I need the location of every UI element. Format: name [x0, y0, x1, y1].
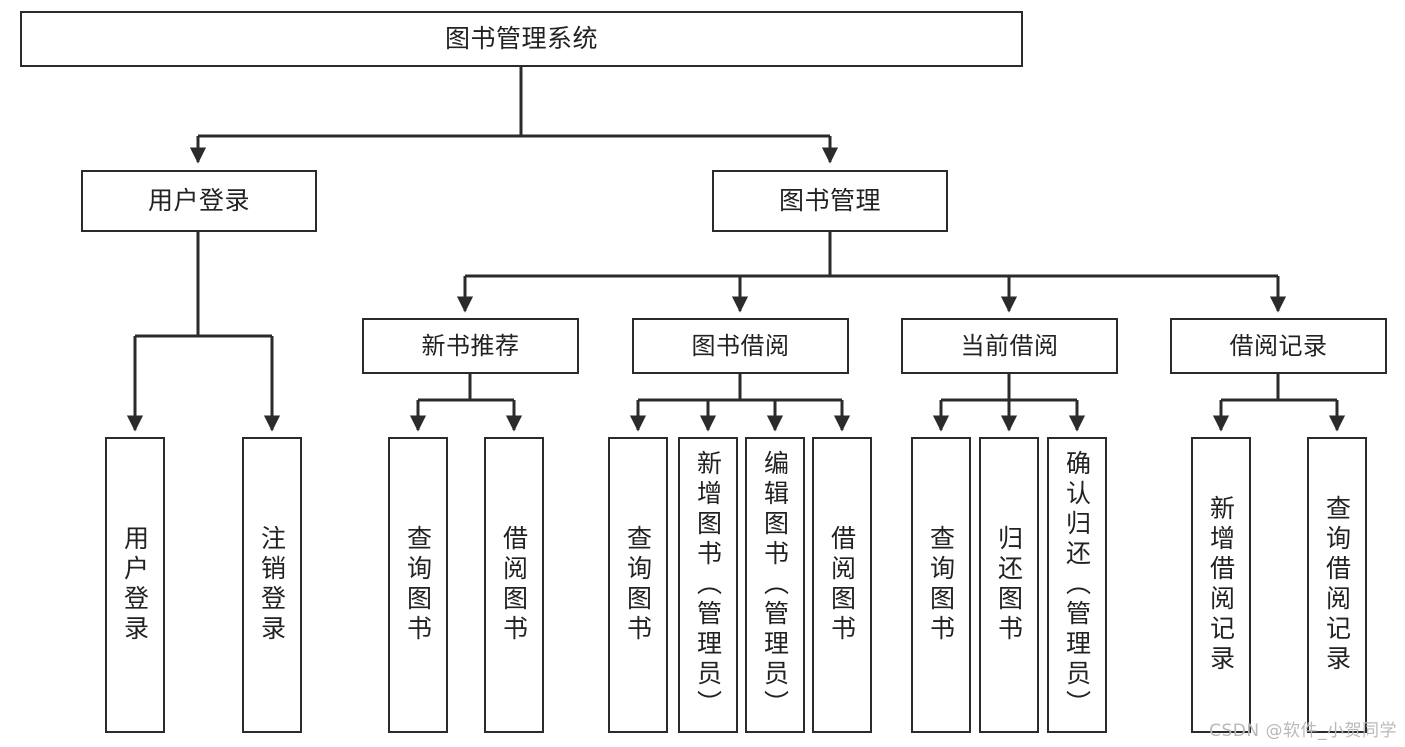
node-label: 图书管理	[778, 186, 881, 215]
node-label: 新书推荐	[421, 331, 520, 360]
node-label: 借阅图书	[499, 525, 529, 645]
node-label: 新增图书（管理员）	[693, 450, 723, 720]
node-label: 新增借阅记录	[1206, 495, 1236, 675]
node-label: 编辑图书（管理员）	[760, 450, 790, 720]
leaf-book-borrow-edit-book-admin[interactable]: 编辑图书（管理员）	[745, 437, 805, 733]
node-label: 借阅记录	[1229, 331, 1328, 360]
node-label: 图书借阅	[691, 331, 790, 360]
watermark-text: CSDN @软件_小贺同学	[1209, 721, 1397, 741]
leaf-book-borrow-add-book-admin[interactable]: 新增图书（管理员）	[678, 437, 738, 733]
node-label: 查询图书	[926, 525, 956, 645]
leaf-current-borrow-return-book[interactable]: 归还图书	[979, 437, 1039, 733]
node-book-borrow[interactable]: 图书借阅	[632, 318, 849, 374]
node-current-borrow[interactable]: 当前借阅	[901, 318, 1118, 374]
node-label: 注销登录	[257, 525, 287, 645]
leaf-user-login-login[interactable]: 用户登录	[105, 437, 165, 733]
node-label: 用户登录	[120, 525, 150, 645]
node-root-book-management-system[interactable]: 图书管理系统	[20, 11, 1023, 67]
node-label: 借阅图书	[827, 525, 857, 645]
node-new-book-recommend[interactable]: 新书推荐	[362, 318, 579, 374]
node-label: 查询借阅记录	[1322, 495, 1352, 675]
node-label: 查询图书	[403, 525, 433, 645]
leaf-user-login-logout[interactable]: 注销登录	[242, 437, 302, 733]
leaf-borrow-record-query-record[interactable]: 查询借阅记录	[1307, 437, 1367, 733]
node-user-login[interactable]: 用户登录	[81, 170, 317, 232]
node-label: 当前借阅	[960, 331, 1059, 360]
node-label: 图书管理系统	[444, 24, 598, 53]
leaf-book-borrow-borrow-book[interactable]: 借阅图书	[812, 437, 872, 733]
leaf-current-borrow-confirm-return-admin[interactable]: 确认归还（管理员）	[1047, 437, 1107, 733]
node-label: 用户登录	[147, 186, 250, 215]
leaf-borrow-record-add-record[interactable]: 新增借阅记录	[1191, 437, 1251, 733]
leaf-book-borrow-query-book[interactable]: 查询图书	[608, 437, 668, 733]
node-book-management[interactable]: 图书管理	[712, 170, 948, 232]
leaf-current-borrow-query-book[interactable]: 查询图书	[911, 437, 971, 733]
leaf-new-book-query-book[interactable]: 查询图书	[388, 437, 448, 733]
node-label: 确认归还（管理员）	[1062, 450, 1092, 720]
leaf-new-book-borrow-book[interactable]: 借阅图书	[484, 437, 544, 733]
node-borrow-record[interactable]: 借阅记录	[1170, 318, 1387, 374]
node-label: 查询图书	[623, 525, 653, 645]
node-label: 归还图书	[994, 525, 1024, 645]
